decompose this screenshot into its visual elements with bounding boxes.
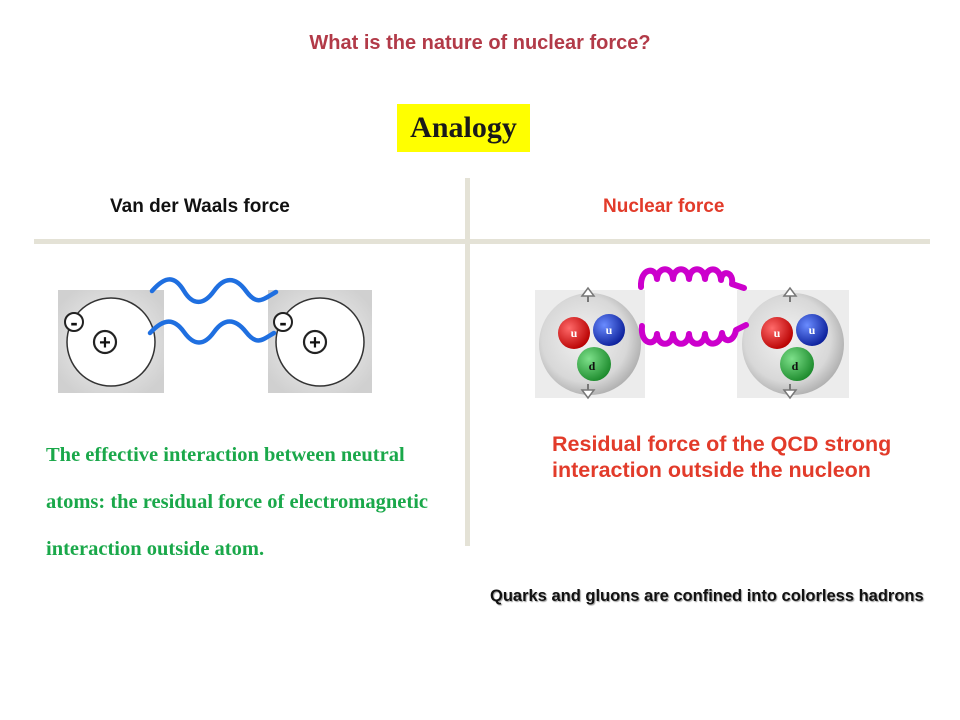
nucleon-left: u u d	[535, 286, 645, 400]
electron-charge-label: -	[279, 310, 286, 335]
svg-text:u: u	[571, 326, 578, 340]
atom-left-2: + -	[268, 290, 372, 393]
proton-charge-label: +	[99, 332, 111, 354]
electron-charge-label: -	[70, 310, 77, 335]
nuclear-force-heading: Nuclear force	[603, 196, 725, 217]
gluon-line-top	[638, 266, 747, 291]
confinement-note: Quarks and gluons are confined into colo…	[490, 587, 924, 605]
horizontal-divider	[34, 239, 930, 244]
photon-line-bottom	[147, 319, 277, 345]
quark-up-blue	[796, 314, 828, 346]
svg-text:d: d	[589, 359, 596, 373]
quark-down	[780, 347, 814, 381]
svg-text:u: u	[809, 323, 816, 337]
slide-title: What is the nature of nuclear force?	[309, 32, 651, 54]
quark-up-red	[558, 317, 590, 349]
gluon-line-bottom	[638, 322, 749, 347]
van-der-waals-description: The effective interaction between neutra…	[46, 444, 428, 560]
nucleon-right: u u d	[737, 286, 849, 400]
vertical-divider	[465, 178, 470, 546]
nuclear-force-description: Residual force of the QCD strong interac…	[552, 432, 892, 482]
quark-down	[577, 347, 611, 381]
quark-up-blue	[593, 314, 625, 346]
analogy-badge: Analogy	[397, 104, 530, 152]
van-der-waals-heading: Van der Waals force	[110, 196, 290, 217]
proton-charge-label: +	[309, 332, 321, 354]
svg-text:u: u	[774, 326, 781, 340]
atom-left-1: + -	[58, 290, 164, 393]
svg-text:d: d	[792, 359, 799, 373]
svg-text:u: u	[606, 323, 613, 337]
quark-up-red	[761, 317, 793, 349]
photon-line-top	[149, 277, 279, 305]
